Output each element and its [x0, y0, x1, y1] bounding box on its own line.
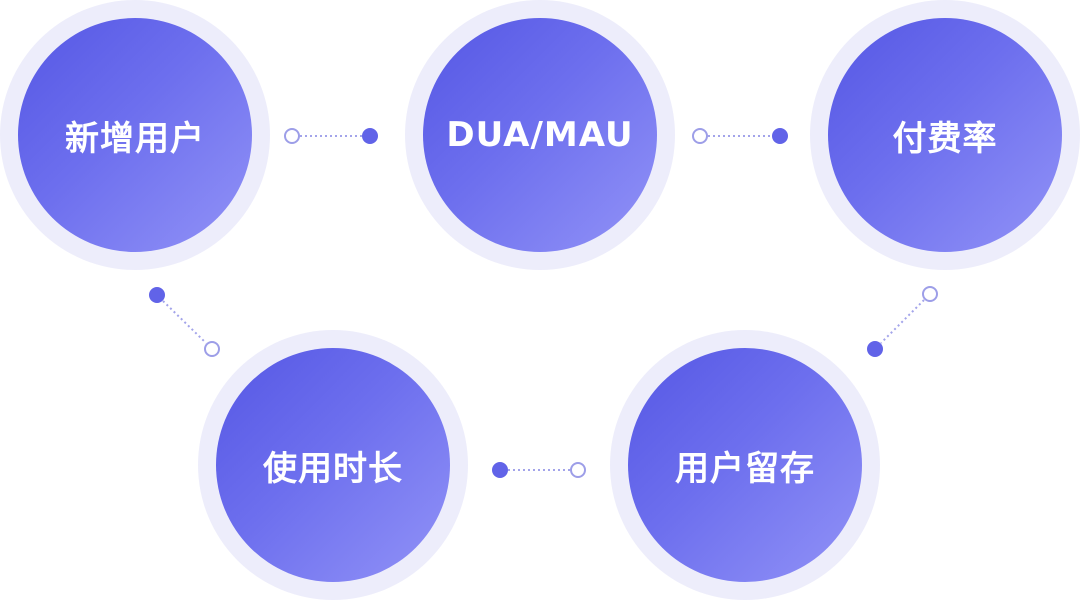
filled-dot	[867, 341, 883, 357]
filled-dot	[492, 462, 508, 478]
node-label: DUA/MAU	[446, 115, 634, 155]
hollow-dot	[692, 128, 708, 144]
hollow-dot	[284, 128, 300, 144]
node-label: 付费率	[892, 118, 998, 159]
filled-dot	[772, 128, 788, 144]
node-pay-rate: 付费率	[810, 0, 1080, 270]
node-usage-time: 使用时长	[198, 330, 468, 600]
filled-dot	[362, 128, 378, 144]
node-label: 新增用户	[65, 118, 205, 159]
filled-dot	[149, 287, 165, 303]
node-label: 用户留存	[675, 448, 815, 489]
node-label: 使用时长	[263, 448, 403, 489]
connector-line	[880, 299, 925, 344]
node-new-users: 新增用户	[0, 0, 270, 270]
node-retention: 用户留存	[610, 330, 880, 600]
node-dau-mau: DUA/MAU	[405, 0, 675, 270]
hollow-dot	[570, 462, 586, 478]
hollow-dot	[204, 341, 220, 357]
connector-line	[162, 300, 207, 344]
hollow-dot	[922, 286, 938, 302]
